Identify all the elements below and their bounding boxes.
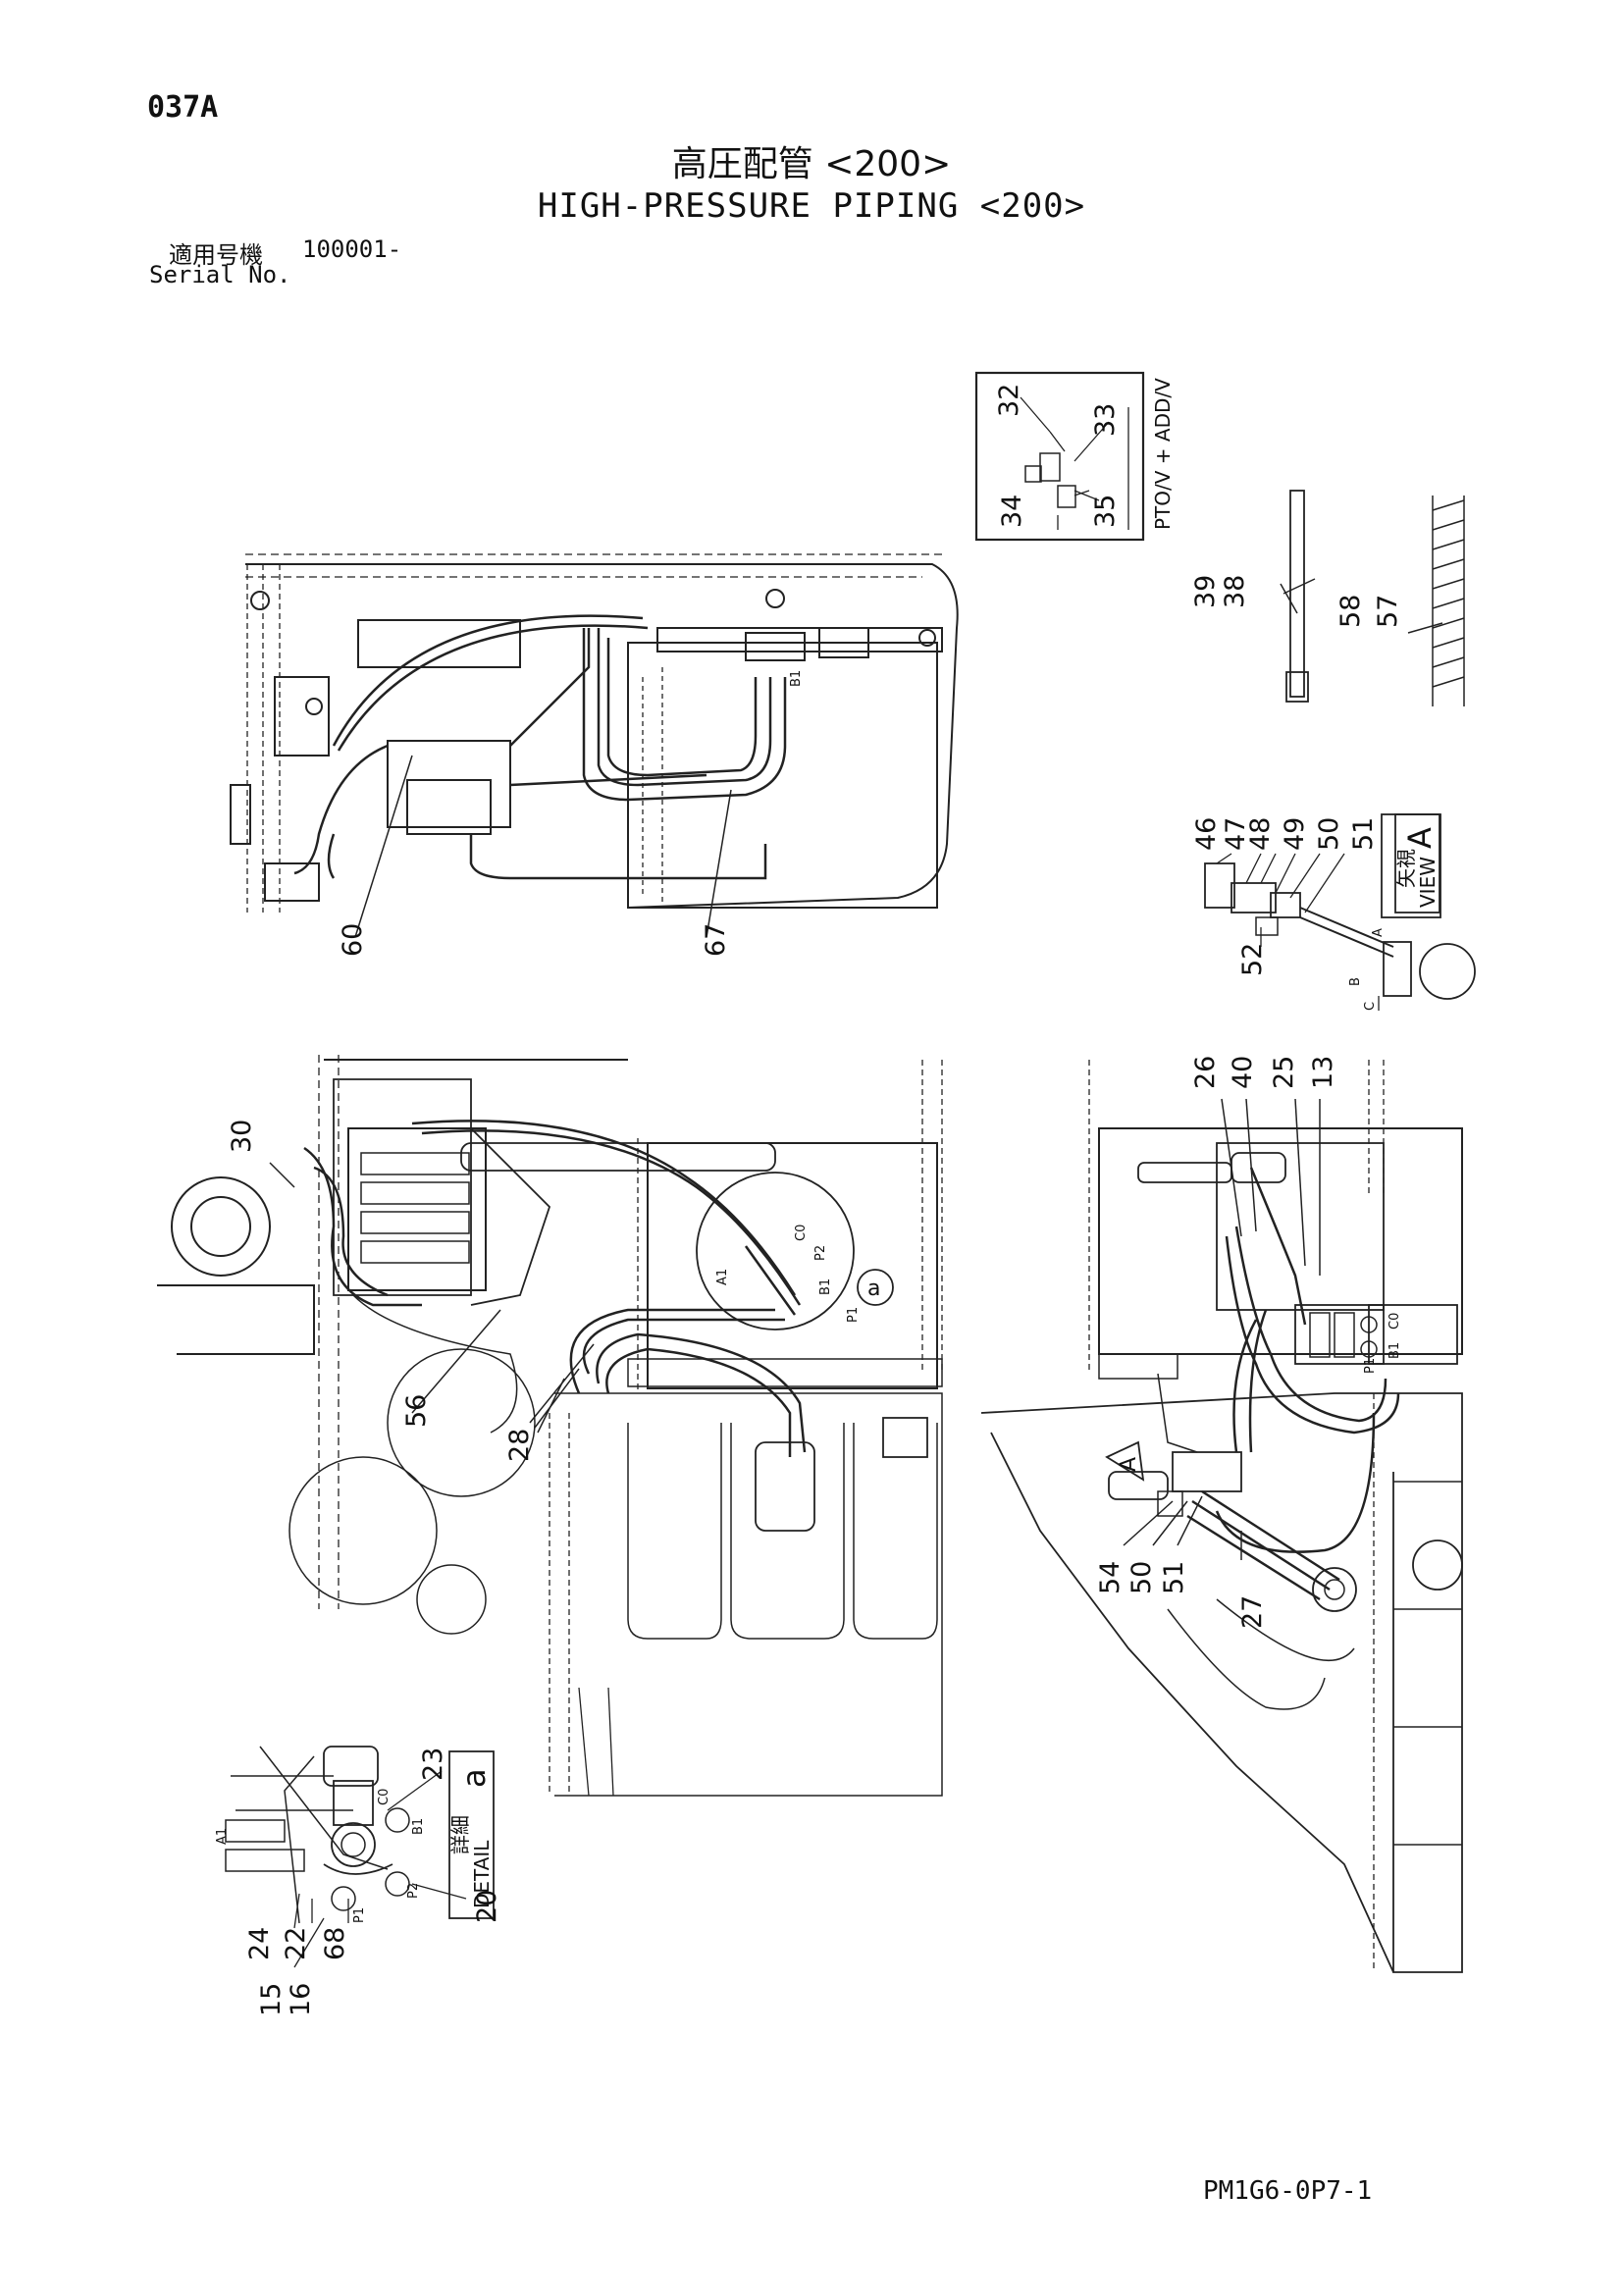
part-number-13: 13 [1308, 1056, 1338, 1089]
part-number-23: 23 [418, 1748, 448, 1781]
part-number-50: 50 [1314, 817, 1344, 851]
part-number-28: 28 [504, 1429, 535, 1462]
middle-left-frame [157, 1055, 943, 1797]
part-number-32: 32 [994, 384, 1024, 417]
view-a-label-english: VIEW [1416, 857, 1440, 908]
right-side-hoses [1186, 1167, 1400, 1601]
part-number-52: 52 [1237, 943, 1268, 976]
part-number-56: 56 [401, 1394, 432, 1428]
port-label-p1-middle: P1 [846, 1307, 861, 1323]
port-label-c0-middle: C0 [794, 1225, 809, 1241]
part-number-46: 46 [1191, 817, 1222, 851]
part-number-50-right: 50 [1126, 1561, 1157, 1594]
part-number-39: 39 [1190, 575, 1221, 608]
serial-label-english: Serial No. [149, 261, 291, 288]
part-number-35: 35 [1090, 495, 1121, 528]
part-number-26: 26 [1190, 1056, 1221, 1089]
part-number-58: 58 [1335, 595, 1366, 628]
callout-a-letter: a [867, 1277, 880, 1301]
port-label-a1-detail: A1 [215, 1828, 230, 1845]
port-label-a-view: A [1371, 928, 1386, 937]
part-number-15: 15 [256, 1983, 287, 2016]
part-number-20: 20 [472, 1890, 502, 1923]
port-label-a1-middle: A1 [715, 1269, 730, 1285]
pto-add-valve-label: PTO/V + ADD/V [1151, 378, 1175, 530]
top-view-leaders [354, 755, 732, 938]
part-number-47: 47 [1221, 817, 1251, 851]
part-number-57: 57 [1373, 595, 1403, 628]
port-label-p1-right: P1 [1363, 1358, 1378, 1374]
part-number-38: 38 [1220, 575, 1250, 608]
port-label-p2-middle: P2 [813, 1245, 828, 1261]
part-number-40: 40 [1228, 1056, 1258, 1089]
page-code: 037A [147, 90, 219, 125]
part-number-34: 34 [997, 495, 1027, 528]
callout-view-a-letter: A [1117, 1457, 1141, 1472]
cable-tie [1280, 490, 1316, 703]
drawing-code: PM1G6-0P7-1 [1203, 2176, 1373, 2206]
serial-label-japanese: 適用号機 [169, 241, 263, 269]
top-view-hoses [293, 614, 787, 880]
middle-left-leaders [269, 1162, 595, 1434]
page-title-japanese: 高圧配管 <200> [671, 144, 952, 184]
part-number-25: 25 [1269, 1056, 1299, 1089]
part-number-33: 33 [1090, 403, 1121, 437]
detail-a-label-english: DETAIL [470, 1840, 494, 1908]
part-number-49: 49 [1280, 817, 1310, 851]
serial-number: 100001- [302, 235, 402, 263]
port-label-c0-right: C0 [1387, 1313, 1402, 1330]
pto-inset-box [974, 371, 1145, 542]
port-label-b-view: B [1348, 977, 1363, 986]
part-number-51: 51 [1348, 817, 1379, 851]
view-a-label-japanese: 矢視 [1394, 849, 1418, 888]
part-number-60: 60 [338, 923, 368, 957]
right-side-frame [980, 1060, 1463, 1973]
port-label-b1-top: B1 [789, 670, 804, 687]
view-a-letter: A [1401, 827, 1439, 849]
port-label-b1-right: B1 [1387, 1342, 1402, 1359]
part-number-54: 54 [1095, 1561, 1126, 1594]
top-view-frame [230, 553, 959, 913]
hose-protector [1407, 496, 1465, 706]
part-number-68: 68 [320, 1927, 350, 1960]
part-number-51-right: 51 [1159, 1561, 1189, 1594]
middle-left-valve [347, 1127, 776, 1291]
middle-left-hoses [303, 1120, 807, 1457]
view-a-detail [1204, 813, 1476, 1011]
port-label-c-view: C [1363, 1002, 1378, 1011]
port-label-p1-detail: P1 [352, 1907, 367, 1923]
part-number-67: 67 [701, 923, 731, 957]
port-label-p2-detail: P2 [406, 1883, 421, 1899]
detail-a-label-japanese: 詳細 [448, 1815, 472, 1854]
port-label-b1-detail: B1 [411, 1818, 426, 1835]
part-number-30: 30 [227, 1120, 257, 1153]
right-side-valve [1108, 1304, 1385, 1517]
part-number-22: 22 [281, 1927, 311, 1960]
port-label-b1-middle: B1 [818, 1278, 833, 1295]
part-number-48: 48 [1245, 817, 1276, 851]
part-number-16: 16 [286, 1983, 316, 2016]
right-side-leaders [1123, 1098, 1321, 1560]
part-number-27: 27 [1237, 1595, 1268, 1629]
part-number-24: 24 [244, 1927, 275, 1960]
detail-a-letter: a [455, 1768, 493, 1788]
page-title-english: HIGH-PRESSURE PIPING <200> [537, 186, 1086, 226]
callout-a-circles [448, 813, 1440, 1919]
port-label-c0-detail: C0 [377, 1789, 392, 1805]
detail-a-fitting [225, 1746, 467, 1968]
